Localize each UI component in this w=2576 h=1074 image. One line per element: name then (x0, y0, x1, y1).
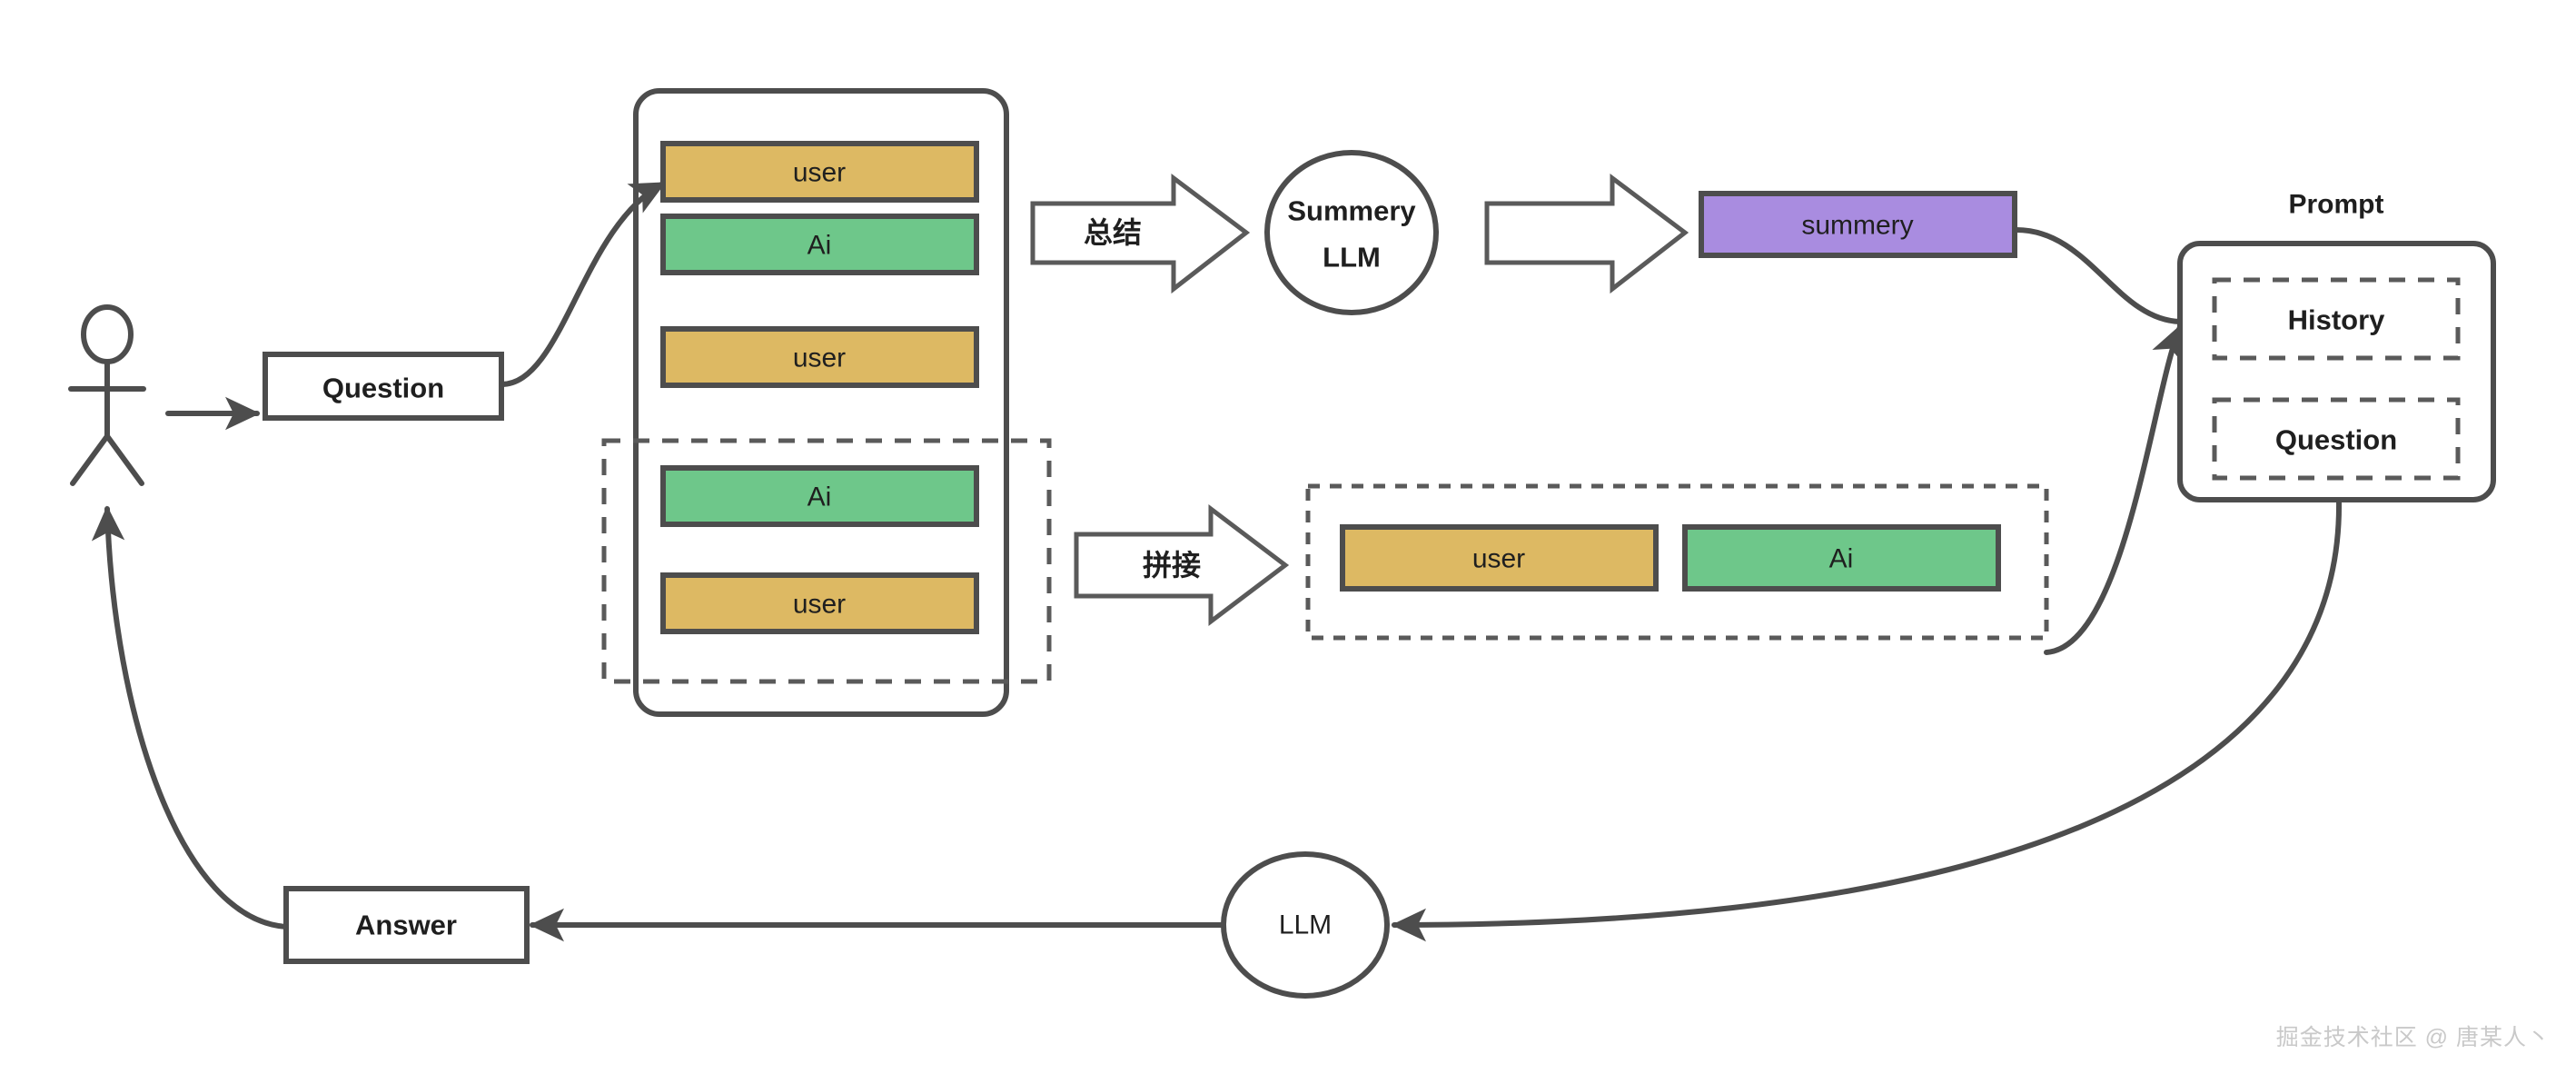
prompt-title: Prompt (2289, 190, 2384, 220)
history-message-user-1-label: user (793, 158, 846, 188)
history-message-ai-1-label: Ai (807, 231, 832, 261)
answer-box-label: Answer (355, 910, 457, 941)
prompt-slot-history-label: History (2288, 304, 2386, 336)
history-message-user-3[interactable] (660, 572, 979, 634)
history-message-user-3-label: user (793, 590, 846, 620)
concat-block-arrow: 拼接 (1074, 503, 1290, 627)
llm-node-label: LLM (1279, 910, 1332, 940)
history-message-ai-1[interactable] (660, 214, 979, 275)
summarize-arrow-label: 总结 (1084, 216, 1142, 249)
prompt-slot-question-label: Question (2275, 424, 2397, 456)
recent-message-user[interactable] (1340, 524, 1659, 592)
history-message-user-2[interactable] (660, 326, 979, 388)
recent-messages-group (1305, 483, 2049, 641)
history-message-user-2-label: user (793, 343, 846, 373)
stick-figure-user-icon (68, 304, 146, 486)
summery-output-block-arrow (1484, 174, 1689, 294)
summery-llm-label-line1: Summery (1287, 195, 1416, 227)
recent-message-ai[interactable] (1682, 524, 2001, 592)
edge-prompt-to-llm (1391, 499, 2343, 942)
message-history-container (633, 88, 1009, 717)
question-box[interactable] (263, 352, 504, 421)
answer-box[interactable] (283, 886, 530, 964)
history-message-ai-2[interactable] (660, 465, 979, 527)
watermark-text: 掘金技术社区 @ 唐某人丶 (2275, 1025, 2551, 1050)
prompt-slot-question[interactable] (2212, 397, 2461, 481)
summery-box-label: summery (1801, 211, 1913, 241)
recent-message-user-label: user (1472, 544, 1525, 574)
edge-question-to-history (499, 181, 667, 387)
history-message-user-1[interactable] (660, 141, 979, 203)
prompt-slot-history[interactable] (2212, 277, 2461, 361)
edge-answer-to-actor (91, 505, 289, 930)
prompt-container (2177, 241, 2496, 502)
summarize-block-arrow: 总结 (1030, 174, 1251, 294)
summery-llm-label-line2: LLM (1323, 242, 1381, 273)
concat-arrow-label: 拼接 (1143, 549, 1201, 582)
recent-messages-selection (601, 438, 1052, 684)
question-box-label: Question (322, 373, 444, 404)
edge-recent-to-prompt-history (2044, 323, 2183, 655)
edge-summery-to-prompt-history (2014, 227, 2183, 324)
recent-message-ai-label: Ai (1829, 544, 1854, 574)
summery-box[interactable] (1699, 191, 2017, 258)
history-message-ai-2-label: Ai (807, 482, 832, 512)
summery-llm-node[interactable] (1264, 150, 1439, 315)
